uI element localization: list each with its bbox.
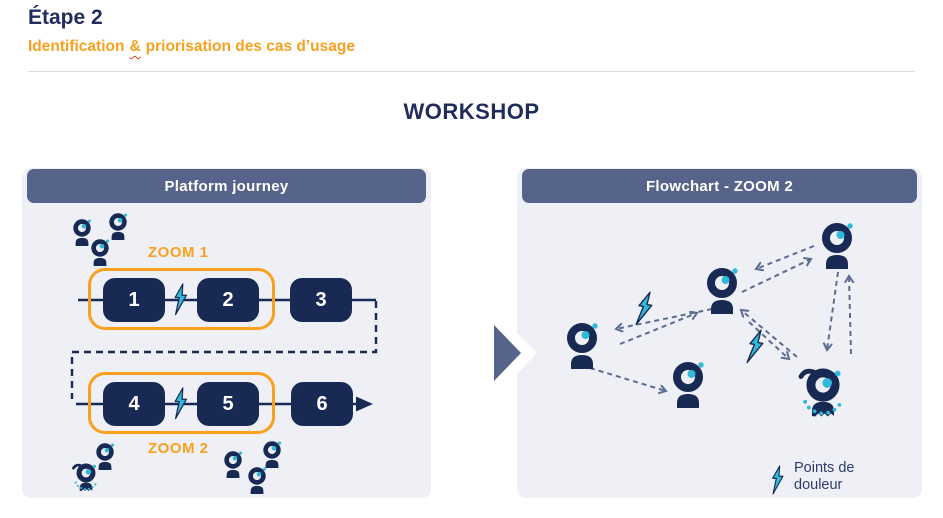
platform-journey-title: Platform journey bbox=[164, 177, 289, 195]
zoom1-outline bbox=[88, 268, 275, 330]
legend-text-line1: Points de bbox=[794, 460, 855, 476]
zoom1-label: ZOOM 1 bbox=[148, 244, 209, 261]
journey-step-3: 3 bbox=[290, 278, 352, 322]
subtitle-text-left: Identification bbox=[28, 38, 125, 55]
workshop-title: WORKSHOP bbox=[403, 99, 540, 124]
flowchart-panel bbox=[517, 168, 922, 498]
journey-step-6: 6 bbox=[291, 382, 353, 426]
platform-journey-panel bbox=[22, 168, 431, 498]
zoom2-outline bbox=[88, 372, 275, 434]
flowchart-header: Flowchart - ZOOM 2 bbox=[522, 169, 917, 203]
journey-step-2: 2 bbox=[197, 278, 259, 322]
zoom2-label: ZOOM 2 bbox=[148, 440, 209, 457]
flowchart-title: Flowchart - ZOOM 2 bbox=[645, 177, 794, 195]
platform-journey-header: Platform journey bbox=[27, 169, 426, 203]
journey-step-1: 1 bbox=[103, 278, 165, 322]
journey-step-5: 5 bbox=[197, 382, 259, 426]
subtitle-ampersand: & bbox=[129, 38, 141, 55]
legend-text-line2: douleur bbox=[794, 477, 843, 493]
journey-step-4: 4 bbox=[103, 382, 165, 426]
legend: Points de douleur bbox=[794, 460, 854, 494]
divider-line bbox=[28, 71, 915, 72]
page-title: Étape 2 bbox=[28, 6, 103, 29]
subtitle-text-right: priorisation des cas d’usage bbox=[145, 38, 355, 55]
page-subtitle: Identification & priorisation des cas d’… bbox=[28, 38, 355, 56]
